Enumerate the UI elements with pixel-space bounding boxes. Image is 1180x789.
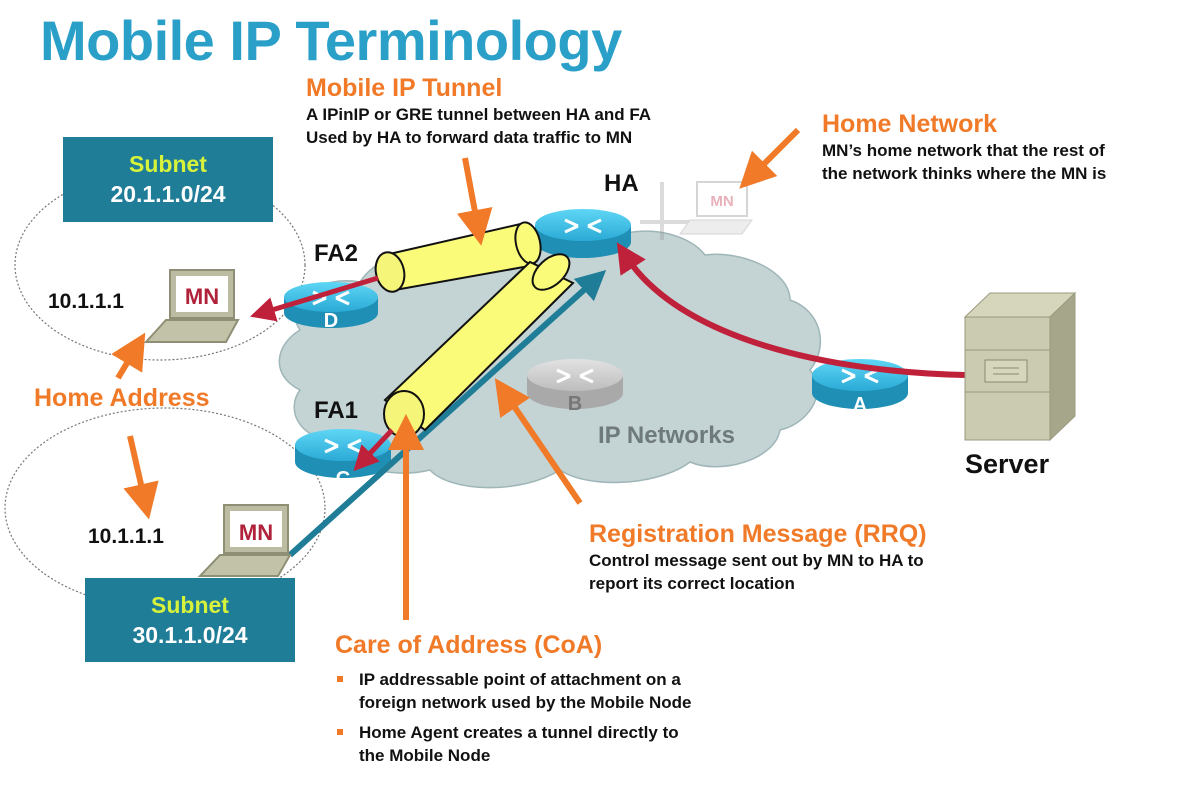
- bullet-icon: [337, 676, 343, 682]
- server-icon[interactable]: [963, 291, 1077, 442]
- subnet-bottom-ellipse: [4, 407, 326, 609]
- router-b-label: B: [568, 393, 582, 415]
- registration-heading: Registration Message (RRQ): [589, 520, 927, 548]
- ha-label: HA: [604, 170, 639, 197]
- coa-bullet: IP addressable point of attachment on a …: [335, 668, 691, 714]
- data-arrow-fa2-to-mn: [250, 275, 379, 322]
- callout-arrow-home-address-top: [111, 332, 146, 380]
- home-network-desc-line-2: the network thinks where the MN is: [822, 164, 1107, 183]
- subnet-top-value: 20.1.1.0/24: [110, 181, 226, 207]
- data-arrow-fa1-to-mn: [353, 428, 394, 472]
- bullet-icon: [337, 729, 343, 735]
- mn-bottom-home-address: 10.1.1.1: [88, 525, 164, 548]
- coa-bullet-1-line-1: IP addressable point of attachment on a: [359, 670, 681, 689]
- subnet-box-top: Subnet 20.1.1.0/24: [63, 137, 273, 222]
- callout-arrow-home-address-bottom: [123, 435, 159, 520]
- router-a-label: A: [853, 394, 867, 416]
- mn-bottom-label: MN: [239, 520, 273, 545]
- fa2-label: FA2: [314, 240, 359, 267]
- coa-bullet-2-line-2: the Mobile Node: [359, 746, 491, 765]
- subnet-top-ellipse: [14, 169, 306, 361]
- callout-coa: Care of Address (CoA) IP addressable poi…: [335, 631, 691, 774]
- mn-top-home-address: 10.1.1.1: [48, 290, 124, 313]
- coa-bullet-2-line-1: Home Agent creates a tunnel directly to: [359, 723, 679, 742]
- coa-bullet-list: IP addressable point of attachment on a …: [335, 668, 691, 767]
- home-mn-label: MN: [710, 193, 733, 210]
- tunnel-desc-line-2: Used by HA to forward data traffic to MN: [306, 128, 633, 147]
- callout-arrow-registration: [494, 378, 583, 505]
- callout-arrow-tunnel: [457, 157, 493, 246]
- tunnel-desc-line-1: A IPinIP or GRE tunnel between HA and FA: [306, 105, 652, 124]
- home-network-desc-line-1: MN’s home network that the rest of: [822, 141, 1105, 160]
- router-b[interactable]: B: [527, 359, 623, 415]
- callout-arrow-home-network: [739, 127, 801, 189]
- registration-desc-line-1: Control message sent out by MN to HA to: [589, 551, 924, 570]
- callout-registration: Registration Message (RRQ) Control messa…: [589, 520, 927, 595]
- fa1-label: FA1: [314, 397, 359, 424]
- coa-heading: Care of Address (CoA): [335, 631, 603, 659]
- subnet-box-bottom: Subnet 30.1.1.0/24: [85, 578, 295, 662]
- callout-tunnel: Mobile IP Tunnel A IPinIP or GRE tunnel …: [306, 74, 651, 149]
- mn-top-label: MN: [185, 284, 219, 309]
- home-address-heading: Home Address: [34, 384, 210, 412]
- registration-path-arrow: [287, 269, 607, 558]
- home-network-heading: Home Network: [822, 110, 998, 138]
- page-title: Mobile IP Terminology: [40, 9, 622, 72]
- tunnel-heading: Mobile IP Tunnel: [306, 74, 503, 102]
- data-arrow-server-to-ha: [616, 242, 966, 378]
- registration-desc-line-2: report its correct location: [589, 574, 795, 593]
- subnet-bottom-label: Subnet: [151, 592, 229, 618]
- home-network-lan: MN: [640, 181, 753, 240]
- router-d[interactable]: D: [284, 282, 378, 332]
- callout-home-network: Home Network MN’s home network that the …: [822, 110, 1106, 185]
- subnet-bottom-value: 30.1.1.0/24: [132, 622, 248, 648]
- coa-bullet-1-line-2: foreign network used by the Mobile Node: [359, 693, 692, 712]
- coa-bullet: Home Agent creates a tunnel directly to …: [335, 721, 691, 767]
- router-a[interactable]: A: [812, 359, 908, 416]
- subnet-top-label: Subnet: [129, 151, 207, 177]
- router-d-label: D: [324, 310, 338, 332]
- ip-networks-label: IP Networks: [598, 422, 735, 449]
- mn-laptop-top[interactable]: MN: [143, 269, 240, 343]
- server-label: Server: [965, 449, 1050, 479]
- mn-laptop-bottom[interactable]: MN: [197, 504, 292, 577]
- router-ha[interactable]: [535, 209, 631, 258]
- router-c-label: C: [336, 468, 350, 490]
